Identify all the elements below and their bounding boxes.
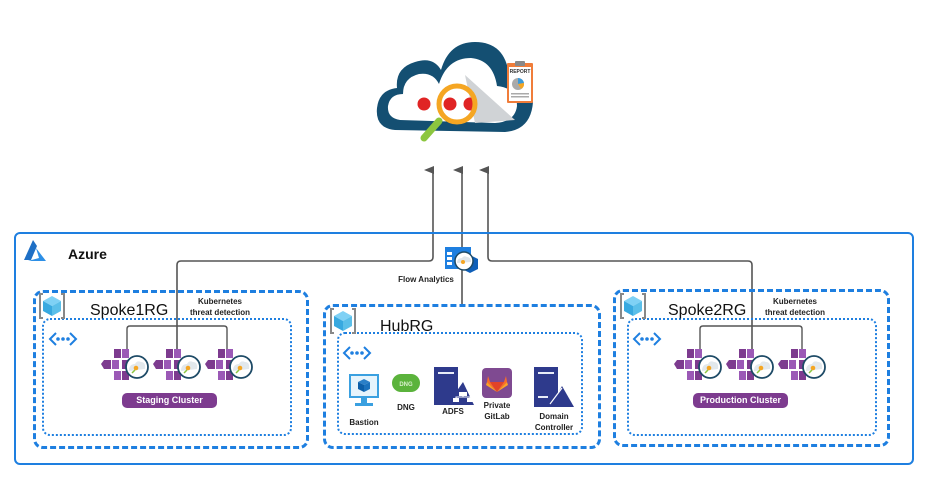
spoke1-telemetry-line <box>176 166 434 352</box>
gitlab-label: Private GitLab <box>479 400 515 422</box>
dng-label: DNG <box>397 403 415 412</box>
kubernetes-node-icon[interactable] <box>725 347 777 387</box>
spoke1-k8s-annotation: Kubernetes threat detection <box>185 296 255 318</box>
spoke2-title: Spoke2RG <box>668 302 747 319</box>
kubernetes-node-icon[interactable] <box>204 347 256 387</box>
report-clipboard-icon: REPORT <box>507 61 533 103</box>
production-cluster-label: Production Cluster <box>693 393 788 408</box>
resource-group-icon <box>39 293 65 319</box>
hub-title: HubRG <box>380 318 434 335</box>
flow-analytics-icon[interactable] <box>444 245 482 277</box>
annotation-line: threat detection <box>189 308 250 317</box>
svg-text:DNG: DNG <box>399 382 413 388</box>
adfs-server-icon[interactable] <box>433 366 475 406</box>
azure-label: Azure <box>68 246 107 262</box>
spoke2-resource-group <box>613 289 890 447</box>
cloud-magnifier-report-icon: REPORT <box>376 42 533 142</box>
domain-controller-label: Domain Controller <box>531 411 577 433</box>
domain-controller-label-line: Controller <box>534 423 574 432</box>
annotation-line: Kubernetes <box>197 297 242 306</box>
flow-analytics-label: Flow Analytics <box>398 275 454 284</box>
domain-controller-icon[interactable] <box>533 366 575 408</box>
resource-group-icon <box>330 308 356 334</box>
azure-logo-icon <box>24 240 46 261</box>
resource-group-icon <box>620 293 646 319</box>
spoke1-vnet <box>42 318 292 436</box>
kubernetes-node-icon[interactable] <box>673 347 725 387</box>
bastion-label: Bastion <box>349 418 379 427</box>
spoke2-vnet <box>627 318 877 436</box>
svg-text:REPORT: REPORT <box>510 69 531 75</box>
vnet-icon <box>632 332 662 346</box>
adfs-label: ADFS <box>442 407 464 416</box>
vnet-icon <box>48 332 78 346</box>
azure-subscription-box <box>14 232 914 465</box>
domain-controller-label-line: Domain <box>539 412 569 421</box>
spoke1-title: Spoke1RG <box>90 302 169 319</box>
annotation-line: Kubernetes <box>772 297 817 306</box>
kubernetes-node-icon[interactable] <box>777 347 829 387</box>
kubernetes-node-icon[interactable] <box>100 347 152 387</box>
spoke1-cluster-bracket <box>126 325 228 352</box>
gitlab-label-line: Private <box>483 401 511 410</box>
hub-vnet <box>337 332 583 435</box>
annotation-line: threat detection <box>764 308 825 317</box>
kubernetes-node-icon[interactable] <box>152 347 204 387</box>
bastion-monitor-icon[interactable] <box>348 373 380 407</box>
spoke2-telemetry-line <box>479 166 753 352</box>
spoke1-resource-group <box>33 290 309 449</box>
gitlab-label-line: GitLab <box>484 412 510 421</box>
gitlab-icon[interactable] <box>482 368 512 398</box>
vnet-icon <box>342 346 372 360</box>
spoke2-k8s-annotation: Kubernetes threat detection <box>760 296 830 318</box>
dng-icon[interactable]: DNG <box>391 373 421 393</box>
spoke2-cluster-bracket <box>699 325 803 352</box>
hub-resource-group <box>323 304 601 449</box>
staging-cluster-label: Staging Cluster <box>122 393 217 408</box>
